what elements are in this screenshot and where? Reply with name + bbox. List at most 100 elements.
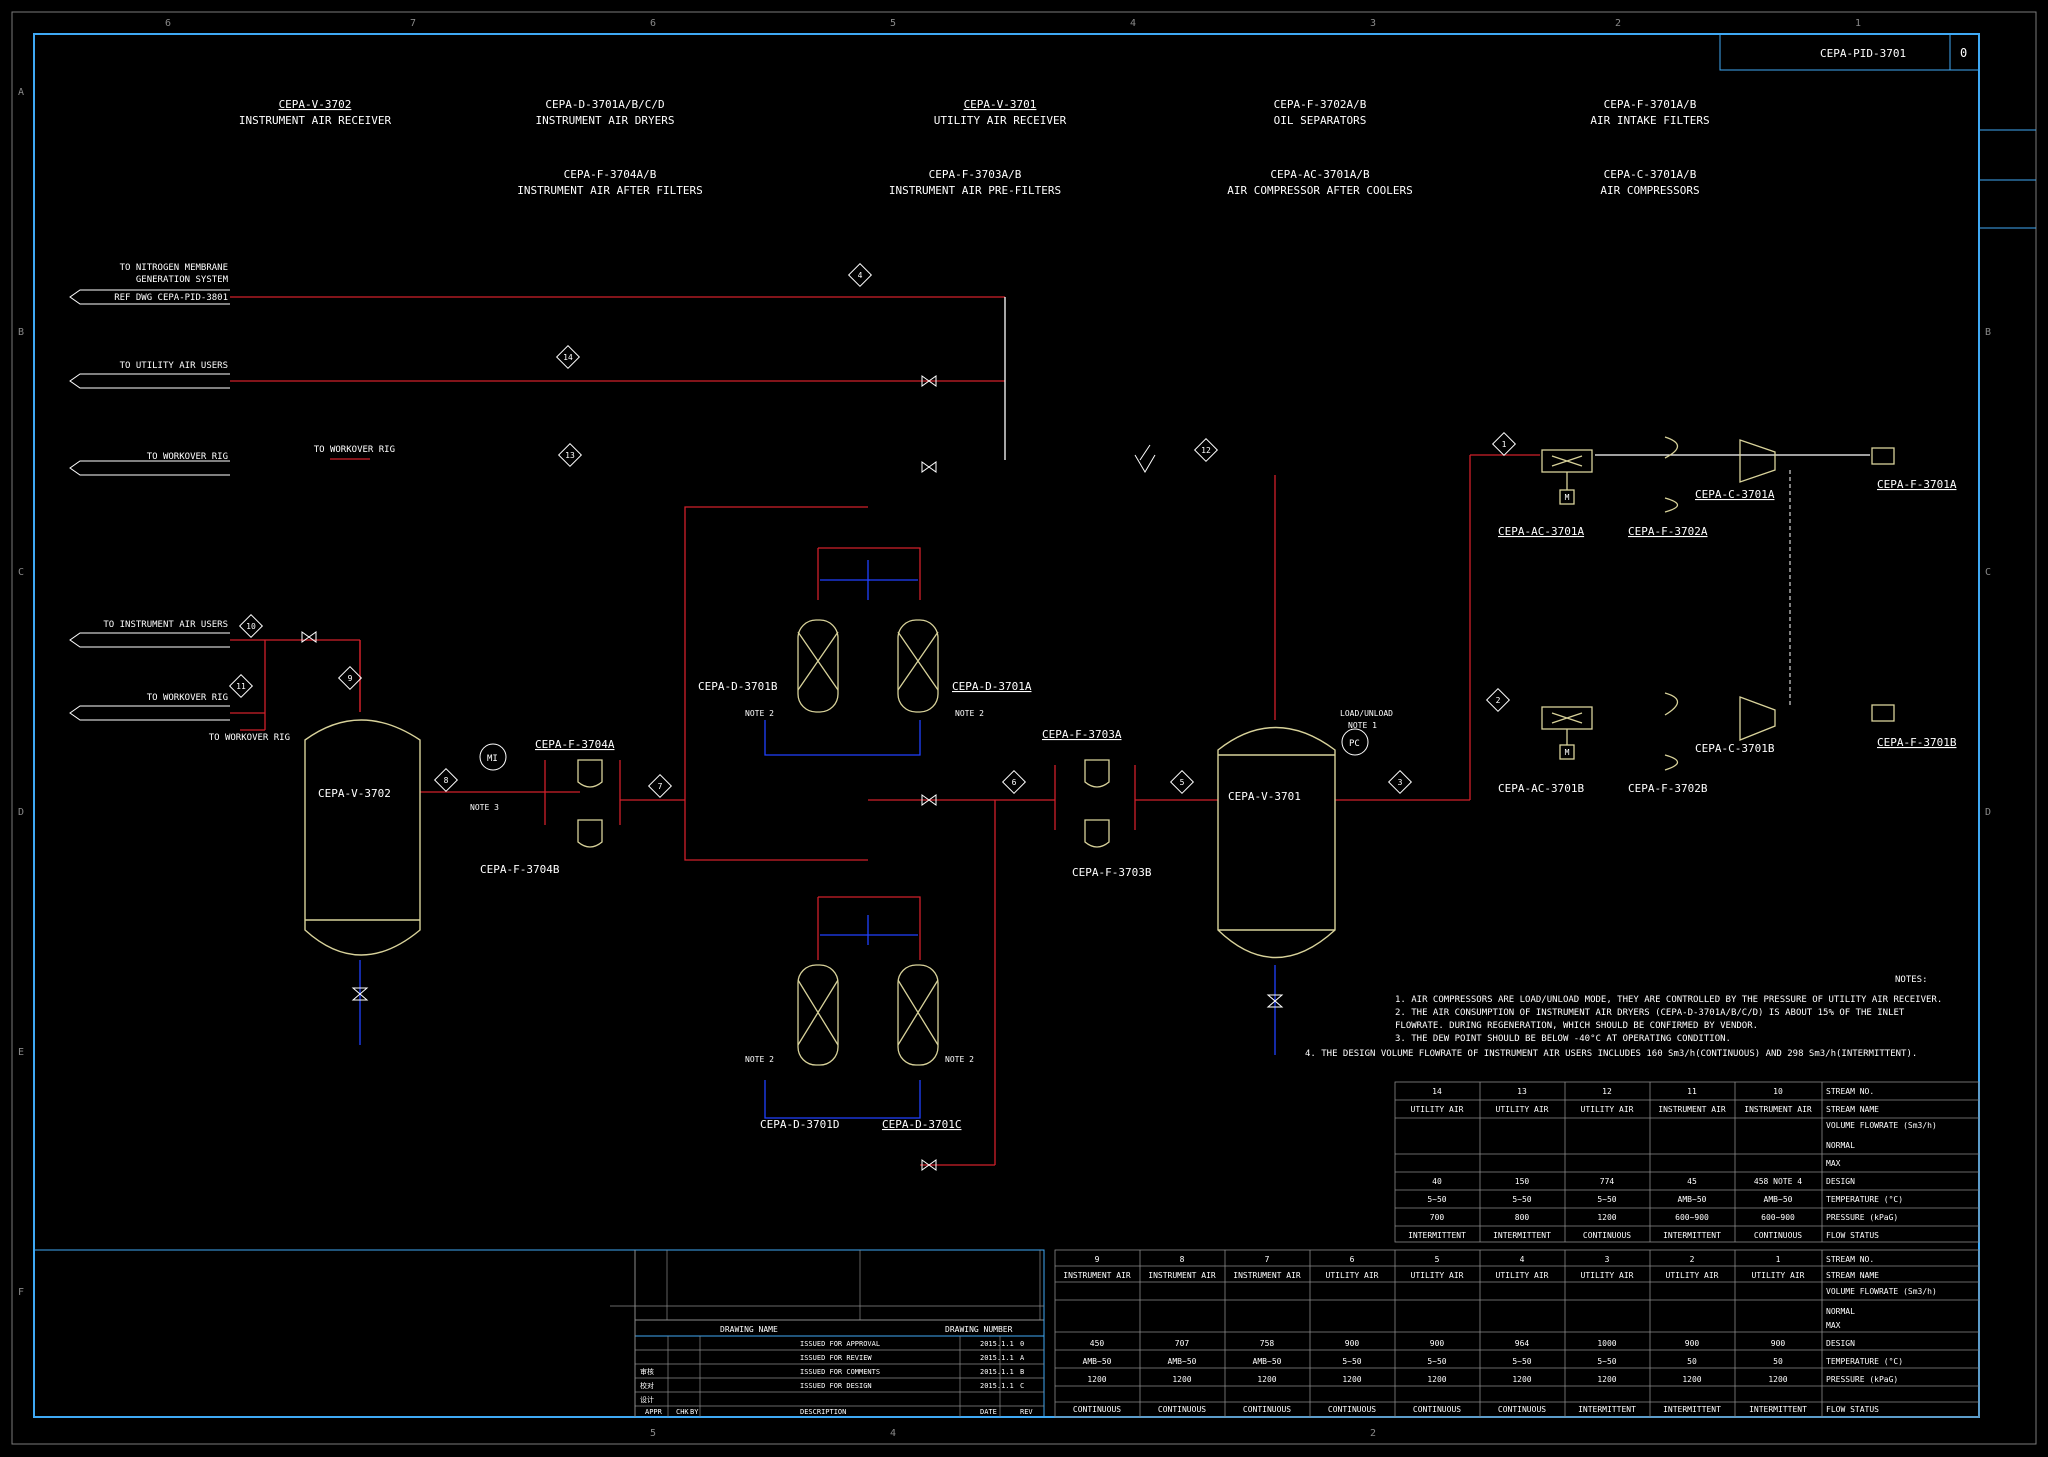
title-label: DRAWING NUMBER: [945, 1325, 1013, 1334]
dryer-label: CEPA-D-3701D: [760, 1118, 839, 1131]
lower-table-cell: INSTRUMENT AIR: [1063, 1271, 1131, 1280]
lower-table-cell: 6: [1350, 1255, 1355, 1264]
svg-text:4: 4: [1130, 18, 1136, 29]
cell: INTERMITTENT: [1408, 1231, 1466, 1240]
offpage-label: REF DWG CEPA-PID-3801: [114, 293, 228, 303]
row-label: DESIGN: [1826, 1339, 1855, 1348]
motor-label: M: [1565, 493, 1570, 502]
lower-table-cell: UTILITY AIR: [1752, 1271, 1805, 1280]
drawing-number-box: [1719, 33, 1980, 71]
valves: [301, 375, 1284, 1171]
svg-text:C: C: [1985, 567, 1991, 578]
note-line: FLOWRATE. DURING REGENERATION, WHICH SHO…: [1395, 1021, 1758, 1031]
cell: CONTINUOUS: [1583, 1231, 1631, 1240]
row-label: FLOW STATUS: [1826, 1231, 1879, 1240]
stream-tag-label: 5: [1180, 778, 1185, 787]
revision-cell: 2015.1.1: [980, 1368, 1014, 1376]
lower-table-cell: CONTINUOUS: [1328, 1405, 1376, 1414]
hdr-tag: CEPA-F-3701A/B: [1604, 98, 1697, 111]
lower-table-cell: 2: [1690, 1255, 1695, 1264]
lower-table-cell: 1000: [1597, 1339, 1616, 1348]
cell: 5~50: [1512, 1195, 1531, 1204]
lower-table-cell: 50: [1773, 1357, 1783, 1366]
svg-text:5: 5: [650, 1428, 656, 1439]
hdr-tag: CEPA-F-3703A/B: [929, 168, 1022, 181]
cn-mark: 校对: [640, 1381, 654, 1390]
lower-table-cell: AMB~50: [1253, 1357, 1282, 1366]
lower-table-cell: 5~50: [1597, 1357, 1616, 1366]
equip-label: CEPA-C-3701A: [1695, 488, 1775, 501]
revision-cells: REVDATEDESCRIPTIONBYCHKAPPR02015.1.1ISSU…: [645, 1340, 1033, 1416]
lower-table-cell: INTERMITTENT: [1663, 1405, 1721, 1414]
row-label: PRESSURE (kPaG): [1826, 1375, 1898, 1384]
note-ref: NOTE 1: [1348, 721, 1377, 730]
filter-label: CEPA-F-3703A: [1042, 728, 1122, 741]
lower-table-cell: 1200: [1768, 1375, 1787, 1384]
cell: 800: [1515, 1213, 1530, 1222]
lower-table-cell: 900: [1345, 1339, 1360, 1348]
lower-table-cell: 5: [1435, 1255, 1440, 1264]
notes-title: NOTES:: [1895, 975, 1928, 985]
lower-table-cell: INSTRUMENT AIR: [1148, 1271, 1216, 1280]
lower-table-cell: 1200: [1512, 1375, 1531, 1384]
cell: 5~50: [1427, 1195, 1446, 1204]
stream-tag-label: 8: [444, 776, 449, 785]
row-label: MAX: [1826, 1159, 1841, 1168]
lower-table-cell: 1200: [1342, 1375, 1361, 1384]
cell: INTERMITTENT: [1493, 1231, 1551, 1240]
dryer-towers: [797, 619, 939, 1066]
compressor-train: [1541, 436, 1895, 771]
hdr-desc: INSTRUMENT AIR PRE-FILTERS: [889, 184, 1061, 197]
note-ref: NOTE 2: [745, 709, 774, 718]
lower-table-cell: 3: [1605, 1255, 1610, 1264]
cell: 11: [1687, 1087, 1697, 1096]
lower-table-cell: CONTINUOUS: [1073, 1405, 1121, 1414]
row-label: VOLUME FLOWRATE (Sm3/h): [1826, 1121, 1937, 1130]
lower-table-cell: 758: [1260, 1339, 1275, 1348]
svg-text:3: 3: [1370, 18, 1376, 29]
cell: AMB~50: [1678, 1195, 1707, 1204]
svg-text:7: 7: [410, 18, 416, 29]
lower-table-cell: 900: [1685, 1339, 1700, 1348]
revision-cell: 2015.1.1: [980, 1382, 1014, 1390]
revision-header-cell: BY: [690, 1408, 699, 1416]
cell: 40: [1432, 1177, 1442, 1186]
revision-cell: ISSUED FOR DESIGN: [800, 1382, 872, 1390]
equip-label: CEPA-C-3701B: [1695, 742, 1775, 755]
cell: AMB~50: [1764, 1195, 1793, 1204]
revision-header-cell: APPR: [645, 1408, 663, 1416]
cell: UTILITY AIR: [1581, 1105, 1634, 1114]
note-ref: NOTE 2: [945, 1055, 974, 1064]
lower-table-cell: UTILITY AIR: [1411, 1271, 1464, 1280]
revision-header-cell: DATE: [980, 1408, 997, 1416]
hdr-tag: CEPA-F-3702A/B: [1274, 98, 1367, 111]
cell: 10: [1773, 1087, 1783, 1096]
note-line: 2. THE AIR CONSUMPTION OF INSTRUMENT AIR…: [1395, 1008, 1905, 1018]
row-label: STREAM NAME: [1826, 1271, 1879, 1280]
cell: 13: [1517, 1087, 1527, 1096]
revision-header-cell: REV: [1020, 1408, 1033, 1416]
cell: 12: [1602, 1087, 1612, 1096]
cell: 600~900: [1675, 1213, 1709, 1222]
lower-table-cell: 900: [1430, 1339, 1445, 1348]
cn-mark: 审核: [640, 1367, 654, 1376]
equip-label: CEPA-F-3701A: [1877, 478, 1957, 491]
lower-table-cell: 5~50: [1512, 1357, 1531, 1366]
lower-table-cell: 707: [1175, 1339, 1190, 1348]
revision-cell: ISSUED FOR APPROVAL: [800, 1340, 880, 1348]
equip-label: CEPA-AC-3701B: [1498, 782, 1584, 795]
row-label: DESIGN: [1826, 1177, 1855, 1186]
svg-text:C: C: [18, 567, 24, 578]
revision-cell: 2015.1.1: [980, 1340, 1014, 1348]
svg-text:0: 0: [1960, 46, 1967, 60]
lower-table-cell: UTILITY AIR: [1326, 1271, 1379, 1280]
revision-header-cell: CHK: [676, 1408, 689, 1416]
revision-cell: 2015.1.1: [980, 1354, 1014, 1362]
revision-header-cell: DESCRIPTION: [800, 1408, 846, 1416]
hdr-desc: AIR INTAKE FILTERS: [1590, 114, 1709, 127]
vessel-label: CEPA-V-3702: [318, 787, 391, 800]
svg-text:A: A: [18, 87, 24, 98]
lower-table-cell: AMB~50: [1168, 1357, 1197, 1366]
row-label: STREAM NO.: [1826, 1255, 1874, 1264]
hdr-desc: OIL SEPARATORS: [1274, 114, 1367, 127]
